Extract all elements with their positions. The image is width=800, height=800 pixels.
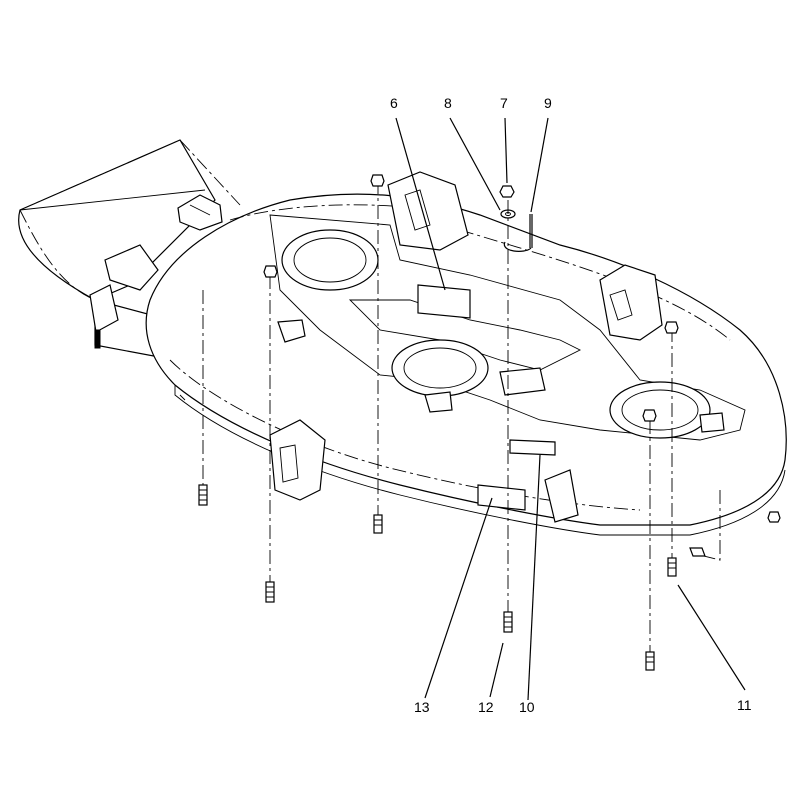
spindle-left xyxy=(281,229,379,291)
bolt-mid xyxy=(373,514,383,534)
center-bracket-small xyxy=(499,367,546,396)
callout-10: 10 xyxy=(519,699,535,715)
callout-11: 11 xyxy=(737,697,752,713)
bolt-left xyxy=(198,484,208,506)
front-bracket-right xyxy=(544,469,579,523)
decal-10 xyxy=(509,439,556,456)
chute-hinge-bracket-top xyxy=(177,194,223,231)
bolt-12 xyxy=(503,611,513,633)
locknut-spindle-right xyxy=(642,409,657,422)
deck-hanger-clip-right xyxy=(699,412,725,433)
locknut-mid xyxy=(370,174,385,187)
leader-11 xyxy=(677,584,746,691)
leader-8 xyxy=(449,117,501,211)
leader-6 xyxy=(395,117,446,291)
j-bolt-9 xyxy=(503,214,533,252)
bolt-right xyxy=(645,651,655,671)
rear-bracket-right xyxy=(599,264,663,341)
chute-hinge-bracket-left xyxy=(89,244,159,349)
bolt-left-2 xyxy=(265,581,275,603)
rear-bracket-center xyxy=(387,171,469,251)
nut-7 xyxy=(499,185,515,198)
leader-9 xyxy=(530,117,549,213)
callout-12: 12 xyxy=(478,699,494,715)
decal-6 xyxy=(417,284,471,319)
decal-13 xyxy=(477,484,526,511)
callout-7: 7 xyxy=(500,95,508,111)
front-bracket-left xyxy=(269,419,326,501)
callout-9: 9 xyxy=(544,95,552,111)
leader-lines xyxy=(395,117,746,701)
locknut-left xyxy=(263,265,278,278)
callout-8: 8 xyxy=(444,95,452,111)
callout-13: 13 xyxy=(414,699,430,715)
deck-hanger-clip-left xyxy=(277,319,306,343)
bolt-11 xyxy=(667,557,677,577)
leader-10 xyxy=(527,454,541,701)
locknut-right xyxy=(664,321,679,334)
deck-hanger-clip-center xyxy=(424,391,453,413)
bolt-edge xyxy=(689,547,706,557)
callout-6: 6 xyxy=(390,95,398,111)
leader-7 xyxy=(504,117,508,184)
locknut-edge xyxy=(767,511,781,523)
spindle-right xyxy=(609,381,711,439)
leader-12 xyxy=(489,642,504,698)
assembly-line-edge xyxy=(699,490,721,561)
spindle-center xyxy=(391,339,489,397)
leader-13 xyxy=(424,497,493,699)
